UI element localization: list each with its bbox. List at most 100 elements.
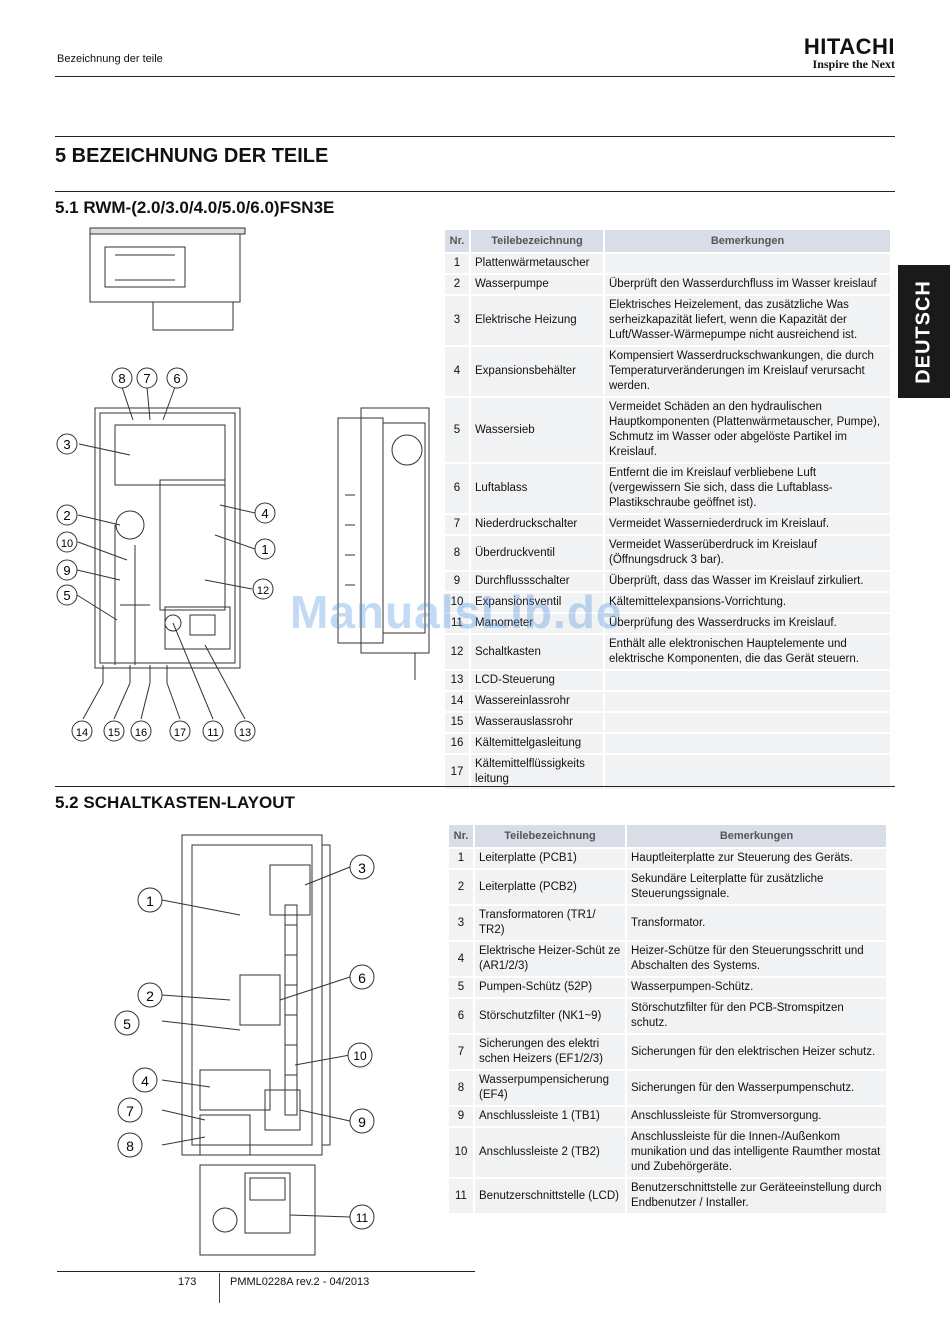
callout-16: 16 — [130, 720, 152, 742]
svg-text:4: 4 — [141, 1073, 149, 1089]
cell-remark: Störschutzfilter für den PCB-Stromspitze… — [627, 999, 886, 1033]
callout-5: 5 — [56, 584, 78, 606]
running-header: Bezeichnung der teile — [57, 53, 163, 65]
cell-name: Transformatoren (TR1/ TR2) — [475, 906, 625, 940]
unit-diagram — [76, 227, 430, 720]
cell-nr: 3 — [445, 296, 469, 345]
cell-nr: 17 — [445, 755, 469, 789]
footer-rule — [57, 1271, 475, 1272]
cell-name: Niederdruckschalter — [471, 515, 603, 534]
cell-remark: Vermeidet Wasserniederdruck im Kreislauf… — [605, 515, 890, 534]
cell-remark — [605, 755, 890, 789]
cell-remark: Entfernt die im Kreislauf verbliebene Lu… — [605, 464, 890, 513]
cell-name: Schaltkasten — [471, 635, 603, 669]
svg-text:12: 12 — [257, 585, 269, 597]
brand-tagline: Inspire the Next — [812, 57, 895, 71]
cell-nr: 2 — [449, 870, 473, 904]
callout2-9: 9 — [349, 1108, 375, 1134]
svg-text:11: 11 — [356, 1211, 369, 1225]
callout-11: 11 — [202, 720, 224, 742]
svg-text:2: 2 — [146, 988, 154, 1004]
cell-nr: 5 — [449, 978, 473, 997]
cell-remark: Enthält alle elektronischen Hauptelement… — [605, 635, 890, 669]
svg-text:5: 5 — [63, 588, 70, 603]
cell-nr: 12 — [445, 635, 469, 669]
callout2-8: 8 — [117, 1132, 143, 1158]
callout-12: 12 — [252, 578, 274, 600]
cell-name: Überdruckventil — [471, 536, 603, 570]
svg-text:8: 8 — [126, 1138, 134, 1154]
cell-name: Pumpen-Schütz (52P) — [475, 978, 625, 997]
cell-nr: 7 — [449, 1035, 473, 1069]
unit-diagram-callouts: 8 7 6 3 2 10 9 5 4 1 12 14 15 16 17 11 1… — [56, 367, 276, 742]
callout-14: 14 — [71, 720, 93, 742]
cell-name: Luftablass — [471, 464, 603, 513]
col-remark: Bemerkungen — [605, 230, 890, 252]
cell-nr: 13 — [445, 671, 469, 690]
watermark: ManualsLib.de — [290, 586, 623, 638]
callout-6: 6 — [166, 367, 188, 389]
cell-name: Benutzerschnittstelle (LCD) — [475, 1179, 625, 1213]
cell-nr: 3 — [449, 906, 473, 940]
callout-13: 13 — [234, 720, 256, 742]
cell-name: Leiterplatte (PCB1) — [475, 849, 625, 868]
cell-name: Anschlussleiste 2 (TB2) — [475, 1128, 625, 1177]
cell-name: Expansionsventil — [471, 593, 603, 612]
cell-name: Wassereinlassrohr — [471, 692, 603, 711]
cell-nr: 8 — [449, 1071, 473, 1105]
callout2-5: 5 — [114, 1010, 140, 1036]
svg-text:3: 3 — [358, 860, 366, 876]
section2-rule — [55, 786, 895, 787]
svg-text:8: 8 — [118, 371, 125, 386]
cell-nr: 10 — [449, 1128, 473, 1177]
svg-text:7: 7 — [143, 371, 150, 386]
cell-name: Kältemittelflüssigkeits leitung — [471, 755, 603, 789]
callout2-2: 2 — [137, 982, 163, 1008]
callout-17: 17 — [169, 720, 191, 742]
section1-rule — [55, 191, 895, 192]
callout-8: 8 — [111, 367, 133, 389]
cell-nr: 10 — [445, 593, 469, 612]
cell-name: Elektrische Heizer-Schüt ze (AR1/2/3) — [475, 942, 625, 976]
cell-nr: 16 — [445, 734, 469, 753]
cell-name: Wassersieb — [471, 398, 603, 462]
cell-remark: Überprüft, dass das Wasser im Kreislauf … — [605, 572, 890, 591]
cell-remark: Anschlussleiste für Stromversorgung. — [627, 1107, 886, 1126]
cell-name: Störschutzfilter (NK1~9) — [475, 999, 625, 1033]
cell-remark: Sicherungen für den Wasserpumpenschutz. — [627, 1071, 886, 1105]
cell-remark: Heizer-Schütze für den Steuerungsschritt… — [627, 942, 886, 976]
cell-remark: Wasserpumpen-Schütz. — [627, 978, 886, 997]
cell-name: Durchflussschalter — [471, 572, 603, 591]
svg-text:10: 10 — [61, 538, 73, 550]
header-rule — [55, 76, 895, 77]
cell-nr: 15 — [445, 713, 469, 732]
cell-name: Wasserpumpensicherung (EF4) — [475, 1071, 625, 1105]
cell-name: Anschlussleiste 1 (TB1) — [475, 1107, 625, 1126]
svg-text:9: 9 — [63, 563, 70, 578]
callout2-1: 1 — [137, 887, 163, 913]
callout2-7: 7 — [117, 1097, 143, 1123]
cell-nr: 4 — [449, 942, 473, 976]
svg-text:2: 2 — [63, 508, 70, 523]
